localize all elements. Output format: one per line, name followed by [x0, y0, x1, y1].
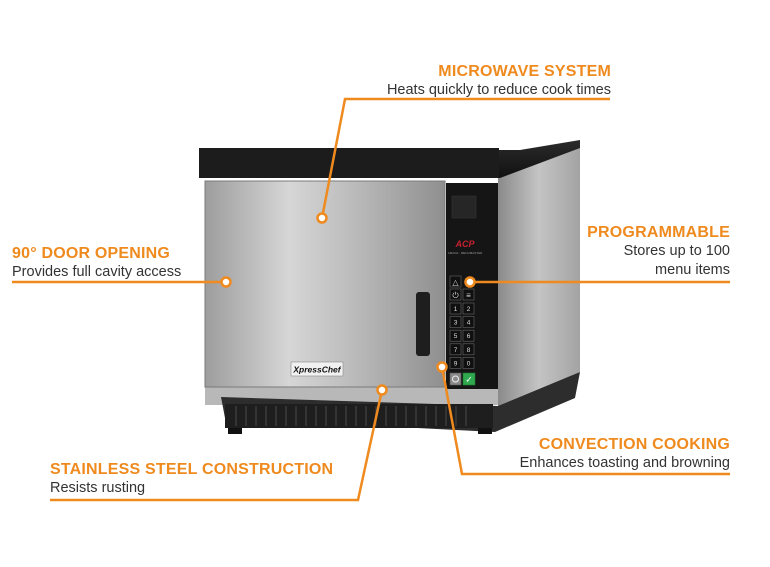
vent-slats — [235, 406, 467, 426]
keypad-key-label: 0 — [467, 360, 471, 367]
stop-key — [449, 372, 462, 386]
keypad-key-3 — [449, 316, 462, 328]
keypad-key-9 — [449, 357, 462, 369]
callout-steel: STAINLESS STEEL CONSTRUCTION Resists rus… — [50, 461, 333, 498]
dot-programmable — [464, 276, 476, 288]
oven-side-panel — [498, 140, 580, 408]
panel-logo: ACP — [454, 239, 475, 249]
key-power — [449, 288, 462, 301]
callout-steel-desc: Resists rusting — [50, 480, 146, 496]
oven-foot-right — [478, 428, 492, 434]
svg-text:⏻: ⏻ — [452, 291, 459, 300]
callout-microwave-title: MICROWAVE SYSTEM — [438, 63, 611, 80]
keypad-key-4 — [462, 316, 475, 328]
callout-programmable-title: PROGRAMMABLE — [587, 224, 730, 241]
keypad-key-1 — [449, 302, 462, 315]
leader-microwave — [320, 97, 610, 219]
svg-text:✓: ✓ — [465, 375, 473, 385]
callout-programmable-desc-2: menu items — [655, 262, 730, 278]
keypad-key-label: 3 — [454, 320, 458, 327]
callout-steel-title: STAINLESS STEEL CONSTRUCTION — [50, 461, 334, 478]
brand-plate — [290, 361, 344, 377]
keypad-key-label: 5 — [454, 333, 458, 340]
leader-convection — [440, 366, 730, 476]
brand-label: XpressChef — [292, 365, 341, 375]
keypad-key-label: 6 — [467, 333, 471, 340]
key-triangle — [449, 275, 462, 288]
keypad-key-label: 4 — [467, 320, 471, 327]
callout-convection-desc: Enhances toasting and browning — [519, 455, 730, 471]
keypad-key-7 — [449, 343, 462, 356]
oven-foot-left — [228, 428, 242, 434]
keypad-key-6 — [462, 329, 475, 342]
leader-steel — [50, 389, 384, 502]
door-handle — [416, 292, 430, 356]
start-key — [462, 372, 476, 386]
callout-programmable: PROGRAMMABLE Stores up to 100 menu items — [587, 224, 730, 280]
keypad-key-label: 2 — [467, 306, 471, 313]
keypad: 1 2 3 4 5 6 7 8 9 0 — [449, 302, 475, 369]
callout-door-title: 90° DOOR OPENING — [12, 245, 171, 262]
keypad-key-label: 9 — [454, 360, 458, 367]
oven-vent — [225, 404, 493, 428]
callout-door: 90° DOOR OPENING Provides full cavity ac… — [12, 245, 181, 282]
dot-door — [220, 276, 232, 288]
keypad-key-8 — [462, 343, 475, 356]
keypad-key-0 — [462, 357, 475, 369]
callout-door-desc: Provides full cavity access — [12, 264, 182, 280]
callout-convection: CONVECTION COOKING Enhances toasting and… — [520, 436, 730, 473]
dot-steel — [376, 384, 388, 396]
dot-microwave — [316, 212, 328, 224]
keypad-key-label: 7 — [454, 347, 458, 354]
callout-programmable-desc-1: Stores up to 100 — [623, 243, 730, 259]
panel-logo-sub: AMANA · MENUMASTER — [448, 251, 483, 255]
dot-convection — [436, 361, 448, 373]
keypad-key-5 — [449, 329, 462, 342]
callout-microwave: MICROWAVE SYSTEM Heats quickly to reduce… — [387, 63, 611, 100]
svg-text:≡: ≡ — [466, 291, 471, 300]
svg-text:△: △ — [452, 278, 459, 287]
keypad-key-label: 8 — [467, 347, 471, 354]
key-menu — [462, 288, 475, 301]
keypad-key-2 — [462, 302, 475, 315]
keypad-key-label: 1 — [454, 306, 458, 313]
callout-microwave-desc: Heats quickly to reduce cook times — [386, 82, 611, 98]
display-screen — [451, 195, 477, 219]
callout-convection-title: CONVECTION COOKING — [538, 436, 730, 453]
